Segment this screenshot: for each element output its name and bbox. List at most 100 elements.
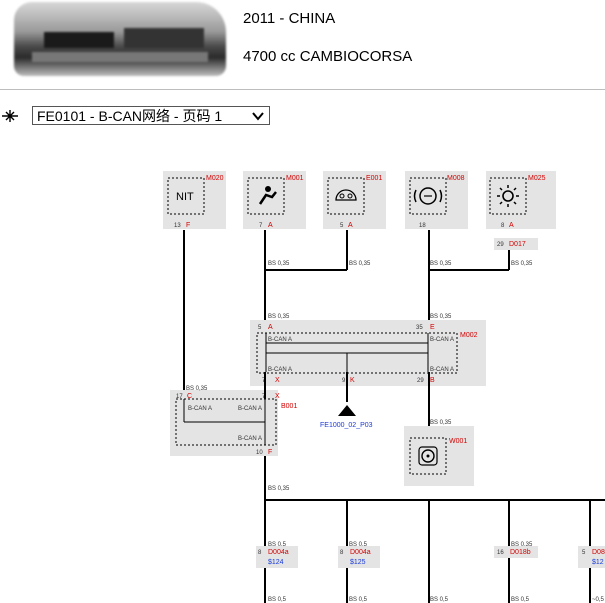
component-m001-box[interactable] [247,177,285,215]
component-m020-bg [163,171,226,229]
m002-bus-label: B-CAN A [268,337,292,343]
b001-bus-label: B-CAN A [238,436,262,442]
d004a-ref-link[interactable]: $125 [350,559,366,566]
b001-pin-letter: X [275,393,280,400]
connector-d004a-bg [338,546,380,568]
wire-label: BS 0,35 [186,386,208,392]
m001-pin: 7 [259,223,263,229]
m002-internal-bus [265,333,429,372]
component-m020-label: NIT [176,191,194,203]
component-m020-box[interactable] [167,177,205,215]
wire-label: BS 0,5 [349,597,368,603]
m002-pin-letter: K [350,377,355,384]
ground-triangle-icon[interactable] [338,405,356,416]
wire-label: BS 0,35 [349,261,371,267]
m025-pin-letter: A [509,222,514,229]
b001-internal-bus [183,399,266,445]
wire-label: BS 0,35 [430,261,452,267]
steering-wheel-icon [418,446,438,466]
component-m002-id: M002 [460,332,478,339]
b001-pin-letter: F [268,449,272,456]
d004a-pin: 8 [340,550,344,556]
climate-control-icon [497,185,519,207]
m002-pin-letter: B [430,377,435,384]
component-w001-id: W001 [449,438,467,445]
connector-d004a-bg [256,546,298,568]
instrument-cluster-icon [335,189,357,201]
wire-label: BS 0,5 [268,597,287,603]
d08-ref-link[interactable]: $12 [592,559,604,566]
wire-label: BS 0,35 [268,261,290,267]
component-m008-box[interactable] [409,177,447,215]
page-select-dropdown[interactable]: FE0101 - B-CAN网络 - 页码 1 [32,106,270,125]
wire-label: BS 0,5 [430,597,449,603]
bus-wires [183,230,510,391]
m008-pin: 18 [419,223,426,229]
vehicle-header: 2011 - CHINA 4700 cc CAMBIOCORSA [0,0,605,88]
component-b001-box[interactable] [175,398,277,446]
wire-label: BS 0,35 [430,420,452,426]
d004a-pin: 8 [258,550,262,556]
m002-pin-letter: A [268,324,273,331]
component-w001-bg [404,426,474,486]
engine-label: 4700 cc CAMBIOCORSA [243,48,413,65]
component-m025-id: M025 [528,175,546,182]
connector-d08-bg [578,546,605,568]
wire-label: BS 0,5 [268,542,287,548]
abs-brake-icon [413,187,443,205]
e001-pin-letter: A [348,222,353,229]
e001-pin: 5 [340,223,344,229]
b001-pin: 17 [176,394,183,400]
m002-pin: 29 [417,378,424,384]
wire-label: BS 0,35 [430,314,452,320]
m002-bus-label: B-CAN A [268,367,292,373]
component-m001-bg [243,171,306,229]
wire-label: BS 0,35 [268,314,290,320]
network-toggle-icon[interactable] [0,108,20,124]
header-divider [0,89,605,90]
vehicle-photo [14,2,226,76]
m002-bus-label: B-CAN A [430,367,454,373]
component-m025-box[interactable] [489,177,527,215]
wire-label: BS 0,5 [511,597,530,603]
b001-bus-label: B-CAN A [238,406,262,412]
d004a-id: D004a [268,549,289,556]
component-m020-id: M020 [206,175,224,182]
chevron-down-icon [252,112,264,121]
b001-pin: 10 [256,450,263,456]
wire-label: BS 0,35 [511,261,533,267]
m002-bus-label: B-CAN A [430,337,454,343]
airbag-icon [258,186,277,205]
wire-label: ~0,5 [592,597,605,603]
ground-reference-link[interactable]: FE1000_02_P03 [320,422,373,429]
d08-pin: 5 [582,550,586,556]
wiring-diagram: NIT M020 13 F M001 7 A E001 5 A M008 18 … [163,171,605,603]
b001-bus-label: B-CAN A [188,406,212,412]
m002-pin: 9 [342,378,346,384]
component-m002-box[interactable] [256,332,458,374]
d017-id: D017 [509,241,526,248]
m002-pin-letter: E [430,324,435,331]
component-e001-id: E001 [366,175,382,182]
m002-pin-letter: X [275,377,280,384]
page-select-value: FE0101 - B-CAN网络 - 页码 1 [37,108,223,124]
d018b-id: D018b [510,549,531,556]
d018b-pin: 16 [497,550,504,556]
m020-pin-letter: F [186,222,190,229]
d08-id: D08 [592,549,605,556]
wire-label: BS 0,5 [349,542,368,548]
component-e001-box[interactable] [327,177,365,215]
m002-pin: 35 [416,325,423,331]
component-b001-id: B001 [281,403,297,410]
component-w001-box[interactable] [409,437,447,475]
wire-label: BS 0,35 [268,486,290,492]
m025-pin: 8 [501,223,505,229]
d004a-ref-link[interactable]: $124 [268,559,284,566]
component-m008-id: M008 [447,175,465,182]
connector-d017-bg [494,238,538,250]
component-m025-bg [486,171,556,229]
m001-pin-letter: A [268,222,273,229]
d017-pin: 29 [497,242,504,248]
year-market-label: 2011 - CHINA [243,10,336,27]
connector-d018b-bg [494,546,538,558]
